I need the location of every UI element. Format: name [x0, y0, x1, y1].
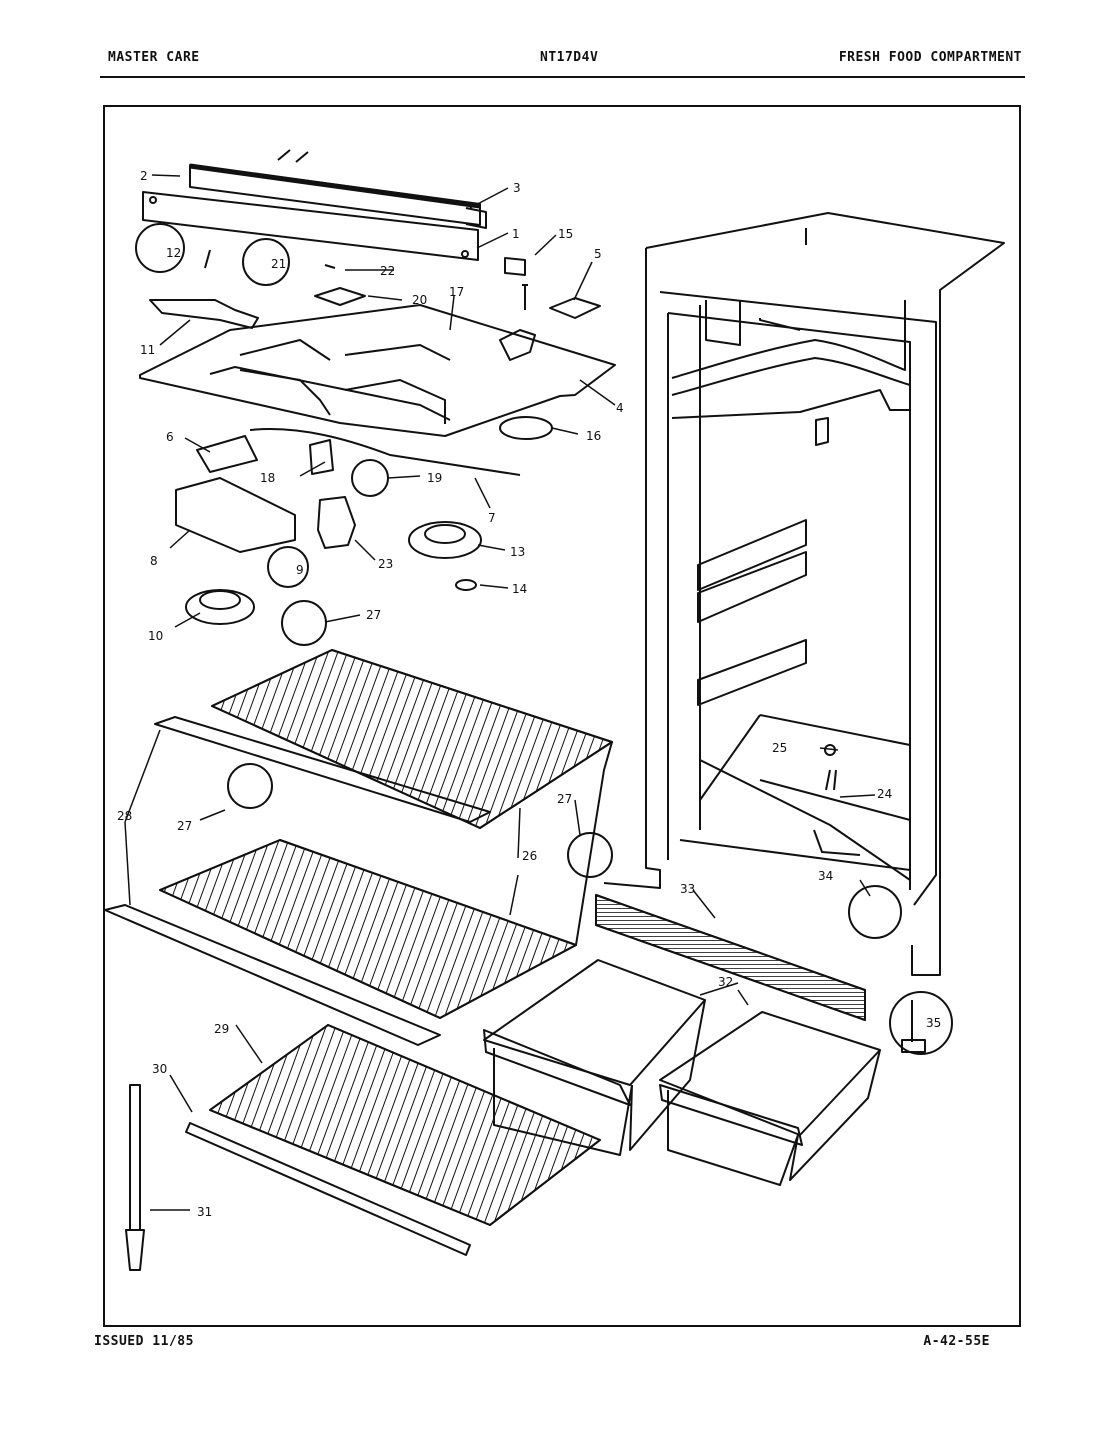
kick-plate	[595, 894, 866, 1021]
header-model: NT17D4V	[540, 50, 599, 65]
callout-33: 33	[680, 882, 695, 896]
callout-18: 18	[260, 471, 275, 485]
callout-29: 29	[214, 1022, 229, 1036]
callout-35: 35	[926, 1016, 941, 1030]
callout-20: 20	[412, 293, 427, 307]
callout-31: 31	[197, 1205, 212, 1219]
spacer-rod	[125, 1084, 145, 1271]
callout-16: 16	[586, 429, 601, 443]
callout-12: 12	[166, 246, 181, 260]
callout-19: 19	[427, 471, 442, 485]
callout-8: 8	[150, 554, 158, 568]
diagram-frame	[103, 105, 1021, 1327]
callout-10: 10	[148, 629, 163, 643]
callout-2: 2	[140, 169, 148, 183]
callout-15: 15	[558, 227, 573, 241]
leader-lines	[124, 174, 876, 1211]
crisper-cover	[185, 1024, 601, 1256]
callout-6: 6	[166, 430, 174, 444]
callout-21: 21	[271, 257, 286, 271]
callout-17: 17	[449, 285, 464, 299]
callout-27a: 27	[366, 608, 381, 622]
header-brand: MASTER CARE	[108, 50, 200, 65]
footer-issued: ISSUED 11/85	[94, 1334, 194, 1349]
callout-32: 32	[718, 975, 733, 989]
cabinet	[603, 212, 1005, 976]
callout-26: 26	[522, 849, 537, 863]
small-parts	[135, 223, 953, 1055]
upper-shelf	[154, 649, 613, 829]
callout-23: 23	[378, 557, 393, 571]
callout-22: 22	[380, 264, 395, 278]
callout-5: 5	[594, 247, 602, 261]
callout-labels: 1 2 3 4 5 6 7 8 9 10 11 12 13 14 15 16 1…	[117, 169, 941, 1219]
crisper-drawers	[483, 959, 881, 1186]
footer-drawing-code: A-42-55E	[923, 1334, 990, 1349]
callout-30: 30	[152, 1062, 167, 1076]
header-section: FRESH FOOD COMPARTMENT	[838, 50, 1022, 65]
callout-24: 24	[877, 787, 892, 801]
callout-28: 28	[117, 809, 132, 823]
lower-shelf	[104, 741, 613, 1046]
callout-9: 9	[296, 563, 304, 577]
callout-13: 13	[510, 545, 525, 559]
callout-4: 4	[616, 401, 624, 415]
control-housing	[139, 257, 616, 437]
header-rule	[100, 76, 1025, 78]
callout-34: 34	[818, 869, 833, 883]
callout-11: 11	[140, 343, 155, 357]
callout-3: 3	[513, 181, 521, 195]
callout-27c: 27	[557, 792, 572, 806]
callout-25: 25	[772, 741, 787, 755]
callout-7: 7	[488, 511, 496, 525]
callout-1: 1	[512, 227, 520, 241]
callout-14: 14	[512, 582, 527, 596]
callout-27b: 27	[177, 819, 192, 833]
upper-panel-parts	[142, 149, 487, 261]
